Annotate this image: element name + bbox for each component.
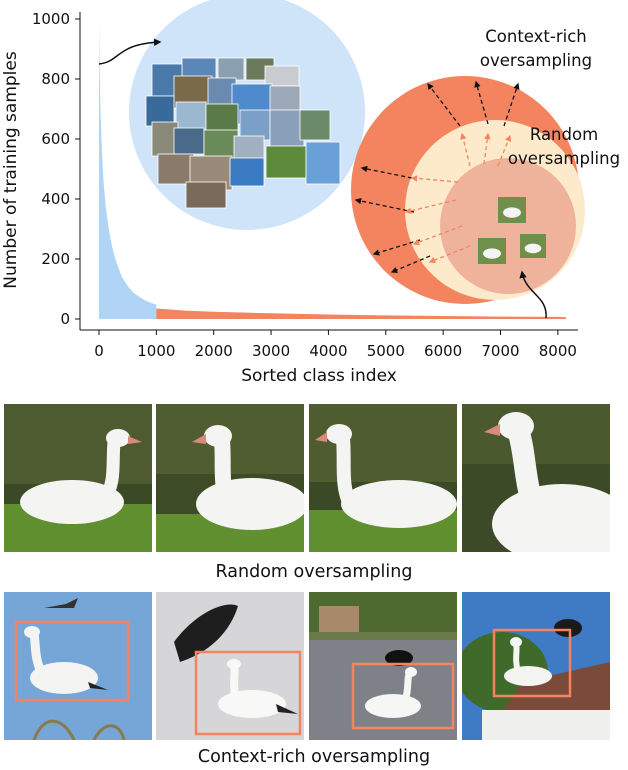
collage-thumbnail xyxy=(299,109,331,141)
collage-thumbnail xyxy=(185,181,227,209)
context-rich-label-line1: Context-rich xyxy=(485,27,587,46)
tail-thumbnail-bird xyxy=(524,243,542,254)
y-tick-label: 600 xyxy=(41,130,70,148)
collage-thumbnail xyxy=(217,57,245,81)
collage-thumbnail xyxy=(175,101,207,133)
y-tick-label: 400 xyxy=(41,190,70,208)
collage-thumbnail xyxy=(203,129,239,161)
collage-thumbnail xyxy=(269,109,305,149)
random-oversampling-caption: Random oversampling xyxy=(215,562,413,582)
random-oversample-photo-1 xyxy=(4,404,152,552)
y-tick-label: 200 xyxy=(41,250,70,268)
y-tick-label: 0 xyxy=(60,310,70,328)
collage-thumbnail xyxy=(145,95,175,127)
x-axis-label: Sorted class index xyxy=(241,366,397,385)
collage-thumbnail xyxy=(239,109,271,141)
collage-thumbnail xyxy=(265,145,307,179)
head-image-collage xyxy=(145,57,341,209)
random-oversample-photo-2 xyxy=(156,404,304,552)
context-spread-arrow xyxy=(474,80,489,125)
context-rich-photo-2 xyxy=(156,592,304,740)
random-spread-arrow xyxy=(410,175,459,183)
y-axis-label: Number of training samples xyxy=(1,51,21,289)
random-spread-arrow xyxy=(460,132,471,167)
y-tick-label: 1000 xyxy=(32,10,70,28)
collage-thumbnail xyxy=(229,157,265,187)
y-tick-label: 800 xyxy=(41,70,70,88)
collage-thumbnail xyxy=(205,103,239,135)
context-rich-photo-3 xyxy=(309,592,457,740)
y-ticks: 0 200 400 600 800 1000 xyxy=(32,10,80,328)
spread-arrows xyxy=(354,80,520,273)
context-spread-arrow xyxy=(360,165,413,179)
collage-thumbnail xyxy=(173,127,205,155)
head-classes-area xyxy=(99,19,157,319)
x-tick-label: 2000 xyxy=(195,342,233,360)
context-rich-photo-1 xyxy=(4,592,152,740)
context-rich-photo-4 xyxy=(462,592,610,740)
collage-thumbnail xyxy=(264,65,300,87)
head-pointer-arrow xyxy=(98,38,162,65)
x-tick-label: 8000 xyxy=(539,342,577,360)
context-spread-arrow xyxy=(354,197,415,213)
collage-thumbnail xyxy=(269,85,301,113)
random-spread-arrow xyxy=(412,225,463,246)
tail-pointer-arrow xyxy=(519,270,547,319)
x-tick-label: 0 xyxy=(94,342,104,360)
random-spread-arrow xyxy=(483,132,491,165)
x-tick-label: 4000 xyxy=(309,342,347,360)
collage-thumbnail xyxy=(157,153,195,185)
context-spread-arrow xyxy=(427,82,461,127)
chart-areas xyxy=(99,19,566,319)
x-tick-label: 5000 xyxy=(367,342,405,360)
tail-thumbnail-bird xyxy=(483,248,501,259)
context-rich-caption: Context-rich oversampling xyxy=(197,747,431,767)
context-spread-arrow xyxy=(372,239,421,256)
x-tick-label: 3000 xyxy=(252,342,290,360)
random-oversample-photo-4 xyxy=(462,404,610,552)
random-spread-arrow xyxy=(404,199,457,214)
tail-classes-area xyxy=(156,308,566,319)
random-spread-arrow xyxy=(428,245,471,264)
random-spread-arrow xyxy=(497,134,512,167)
x-ticks: 0 1000 2000 3000 4000 5000 6000 7000 8000 xyxy=(94,330,577,360)
context-rich-label-line2: oversampling xyxy=(480,51,592,70)
x-tick-label: 1000 xyxy=(137,342,175,360)
collage-thumbnail xyxy=(305,141,341,185)
random-label-line1: Random xyxy=(530,125,598,144)
long-tail-chart: 0 200 400 600 800 1000 0 1000 2000 3000 4000 5000 6… xyxy=(1,0,620,385)
tail-class-circle xyxy=(440,158,576,294)
random-oversample-photo-3 xyxy=(309,404,457,552)
random-label-line2: oversampling xyxy=(508,149,620,168)
context-spread-arrow xyxy=(503,82,520,127)
tail-thumbnails xyxy=(478,197,546,264)
x-tick-label: 7000 xyxy=(481,342,519,360)
tail-thumbnail-bird xyxy=(503,207,521,218)
x-tick-label: 6000 xyxy=(424,342,462,360)
